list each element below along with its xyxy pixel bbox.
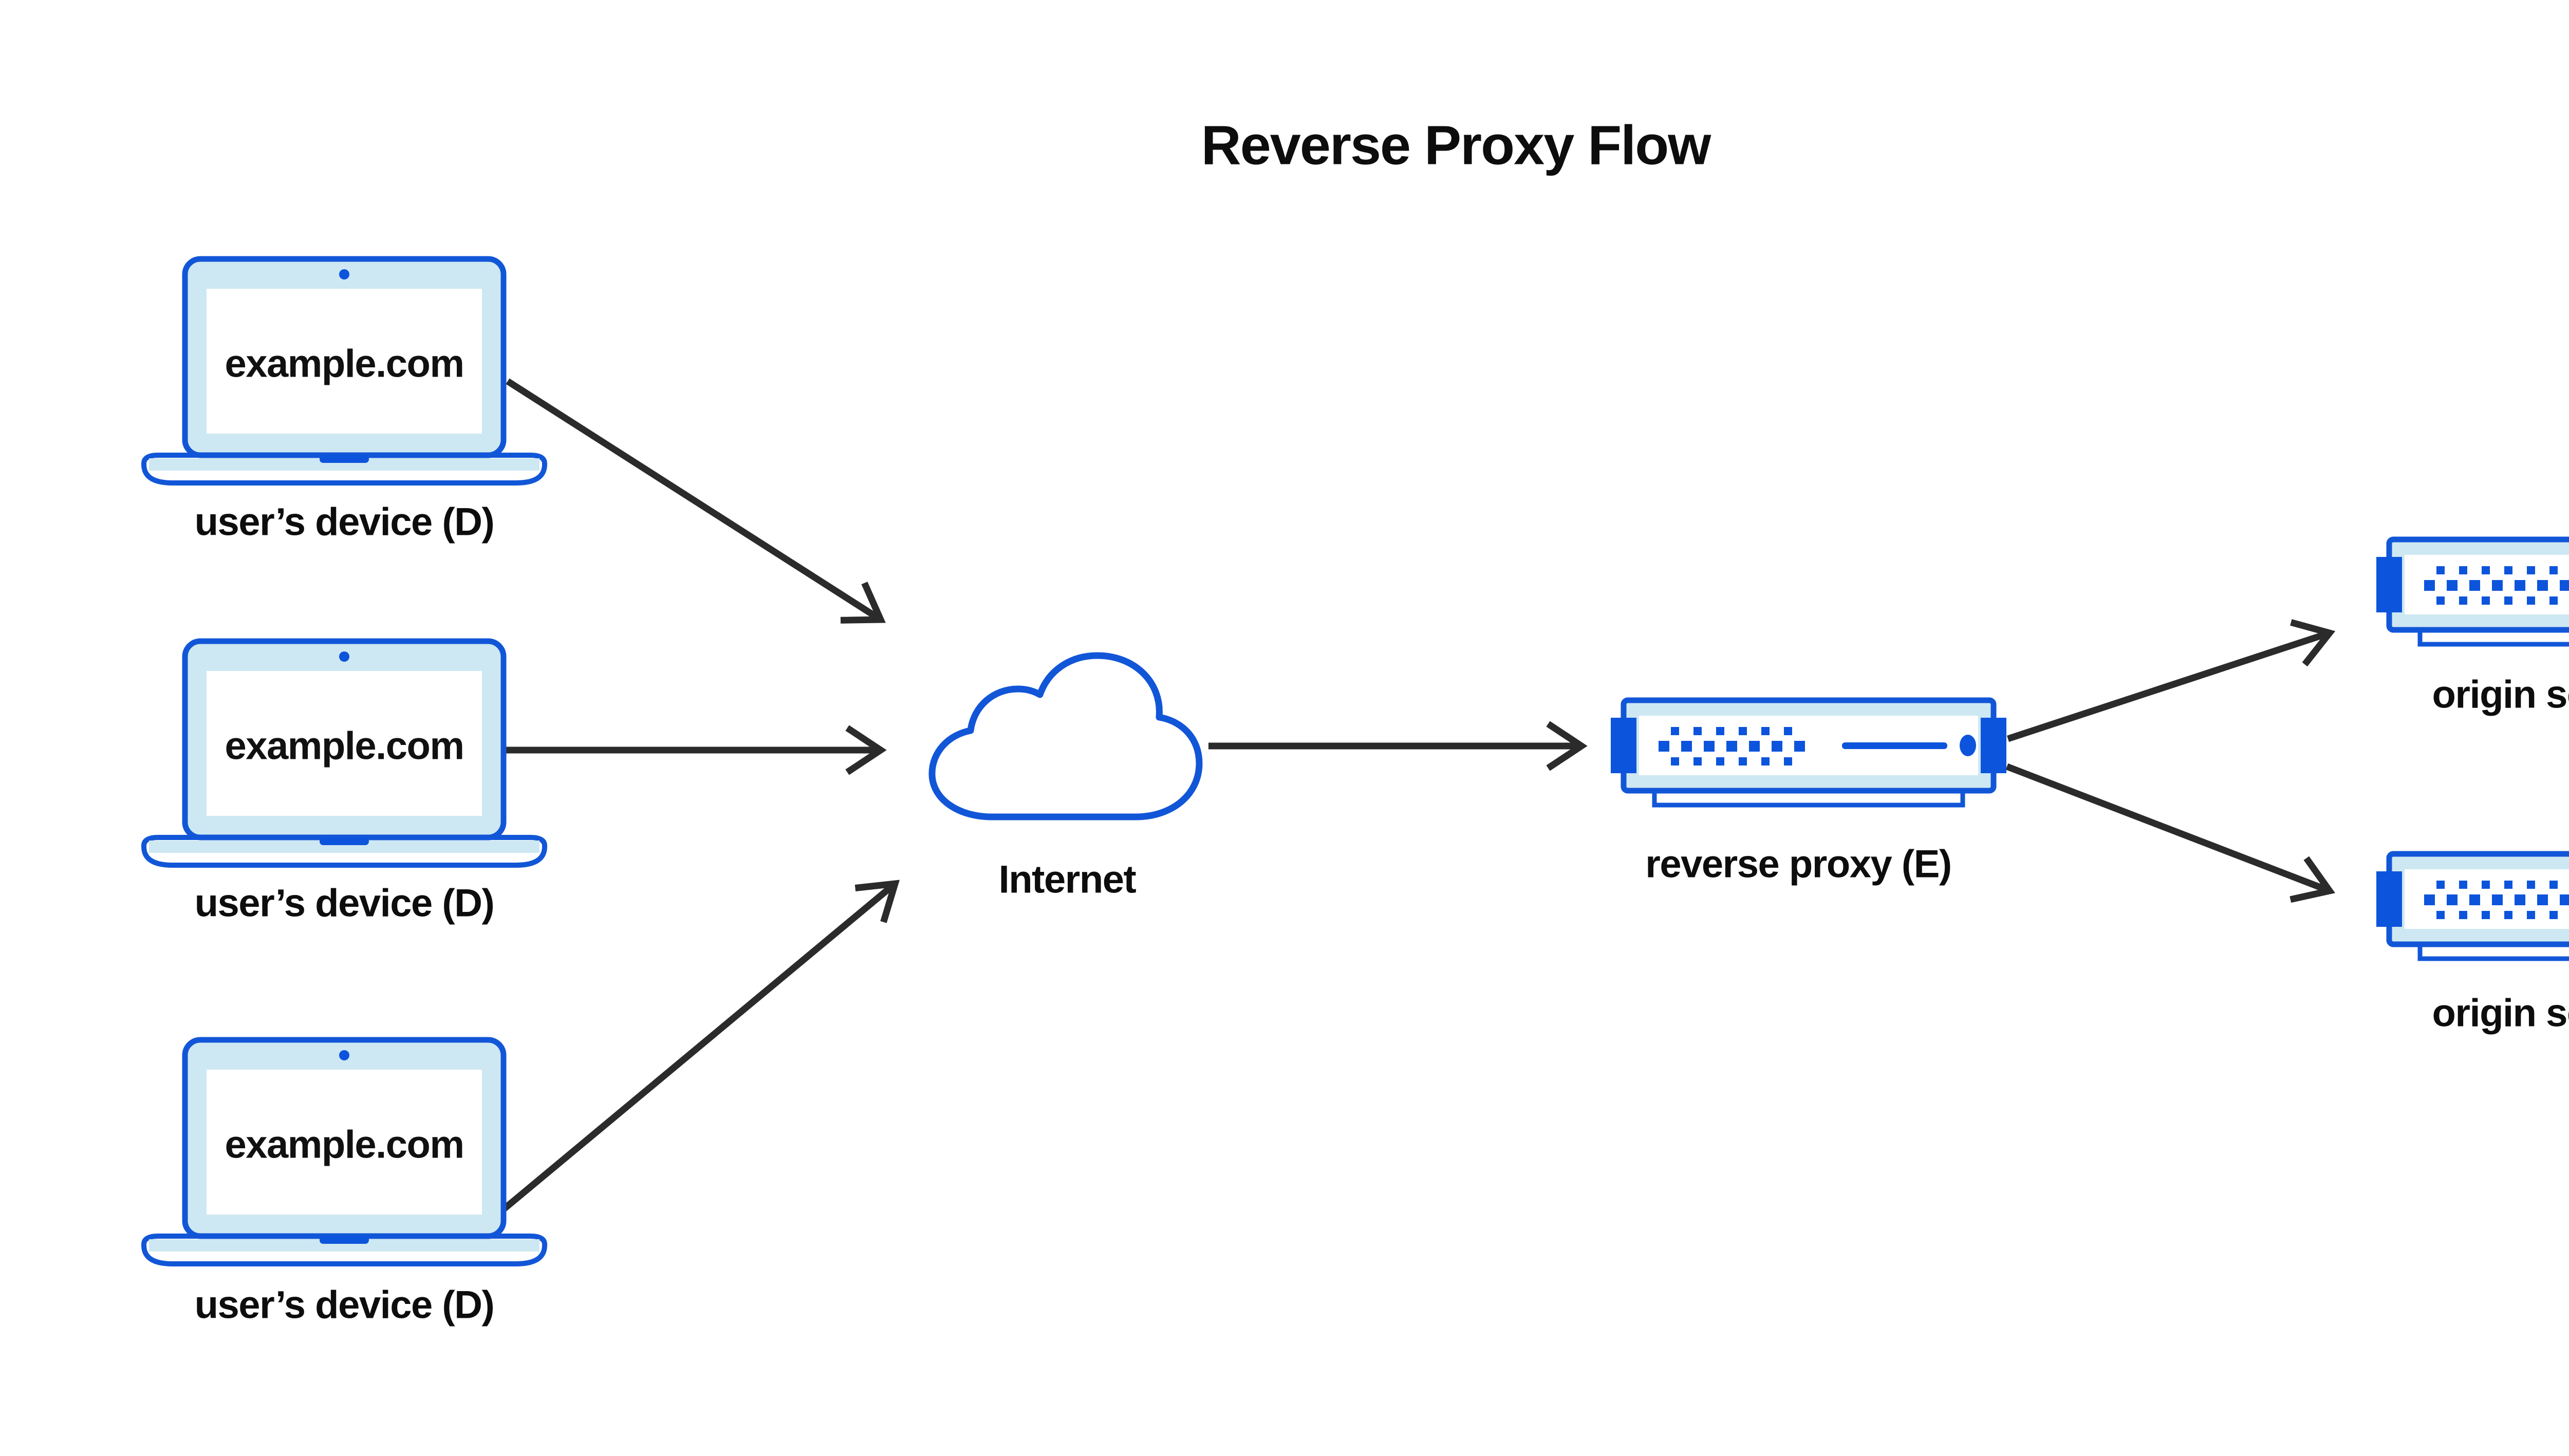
device-screen-url: example.com — [225, 1123, 463, 1167]
server-icon — [2376, 854, 2569, 959]
flow-arrows — [498, 378, 2336, 1214]
arrow-user-device-3-to-internet — [498, 880, 900, 1214]
internet-label: Internet — [999, 858, 1137, 902]
origin-server-1 — [2376, 539, 2569, 644]
origin-server-2 — [2376, 854, 2569, 959]
arrow-reverse-proxy-to-origin-server-1 — [2006, 619, 2336, 742]
internet-node — [928, 652, 1203, 820]
server-icon — [2376, 539, 2569, 644]
origin-server-1-label: origin server (F) — [2432, 673, 2569, 717]
page-title: Reverse Proxy Flow — [1201, 114, 1711, 176]
server-icon — [1611, 700, 2006, 805]
arrow-user-device-1-to-internet — [506, 378, 886, 624]
device-label: user’s device (D) — [195, 882, 494, 925]
reverse-proxy-label: reverse proxy (E) — [1645, 843, 1951, 886]
arrow-user-device-2-to-internet — [506, 725, 887, 775]
device-screen-url: example.com — [225, 724, 463, 768]
device-label: user’s device (D) — [195, 500, 494, 544]
user-device-3: example.com user’s device (D) — [144, 1040, 545, 1327]
cloud-icon — [928, 652, 1203, 820]
user-device-1: example.com user’s device (D) — [144, 259, 545, 544]
device-label: user’s device (D) — [195, 1283, 494, 1327]
origin-server-2-label: origin server (F) — [2432, 992, 2569, 1035]
device-screen-url: example.com — [225, 342, 463, 386]
arrow-internet-to-reverse-proxy — [1208, 721, 1588, 771]
user-device-2: example.com user’s device (D) — [144, 641, 545, 925]
reverse-proxy-node — [1611, 700, 2006, 805]
arrow-reverse-proxy-to-origin-server-2 — [2005, 763, 2335, 903]
